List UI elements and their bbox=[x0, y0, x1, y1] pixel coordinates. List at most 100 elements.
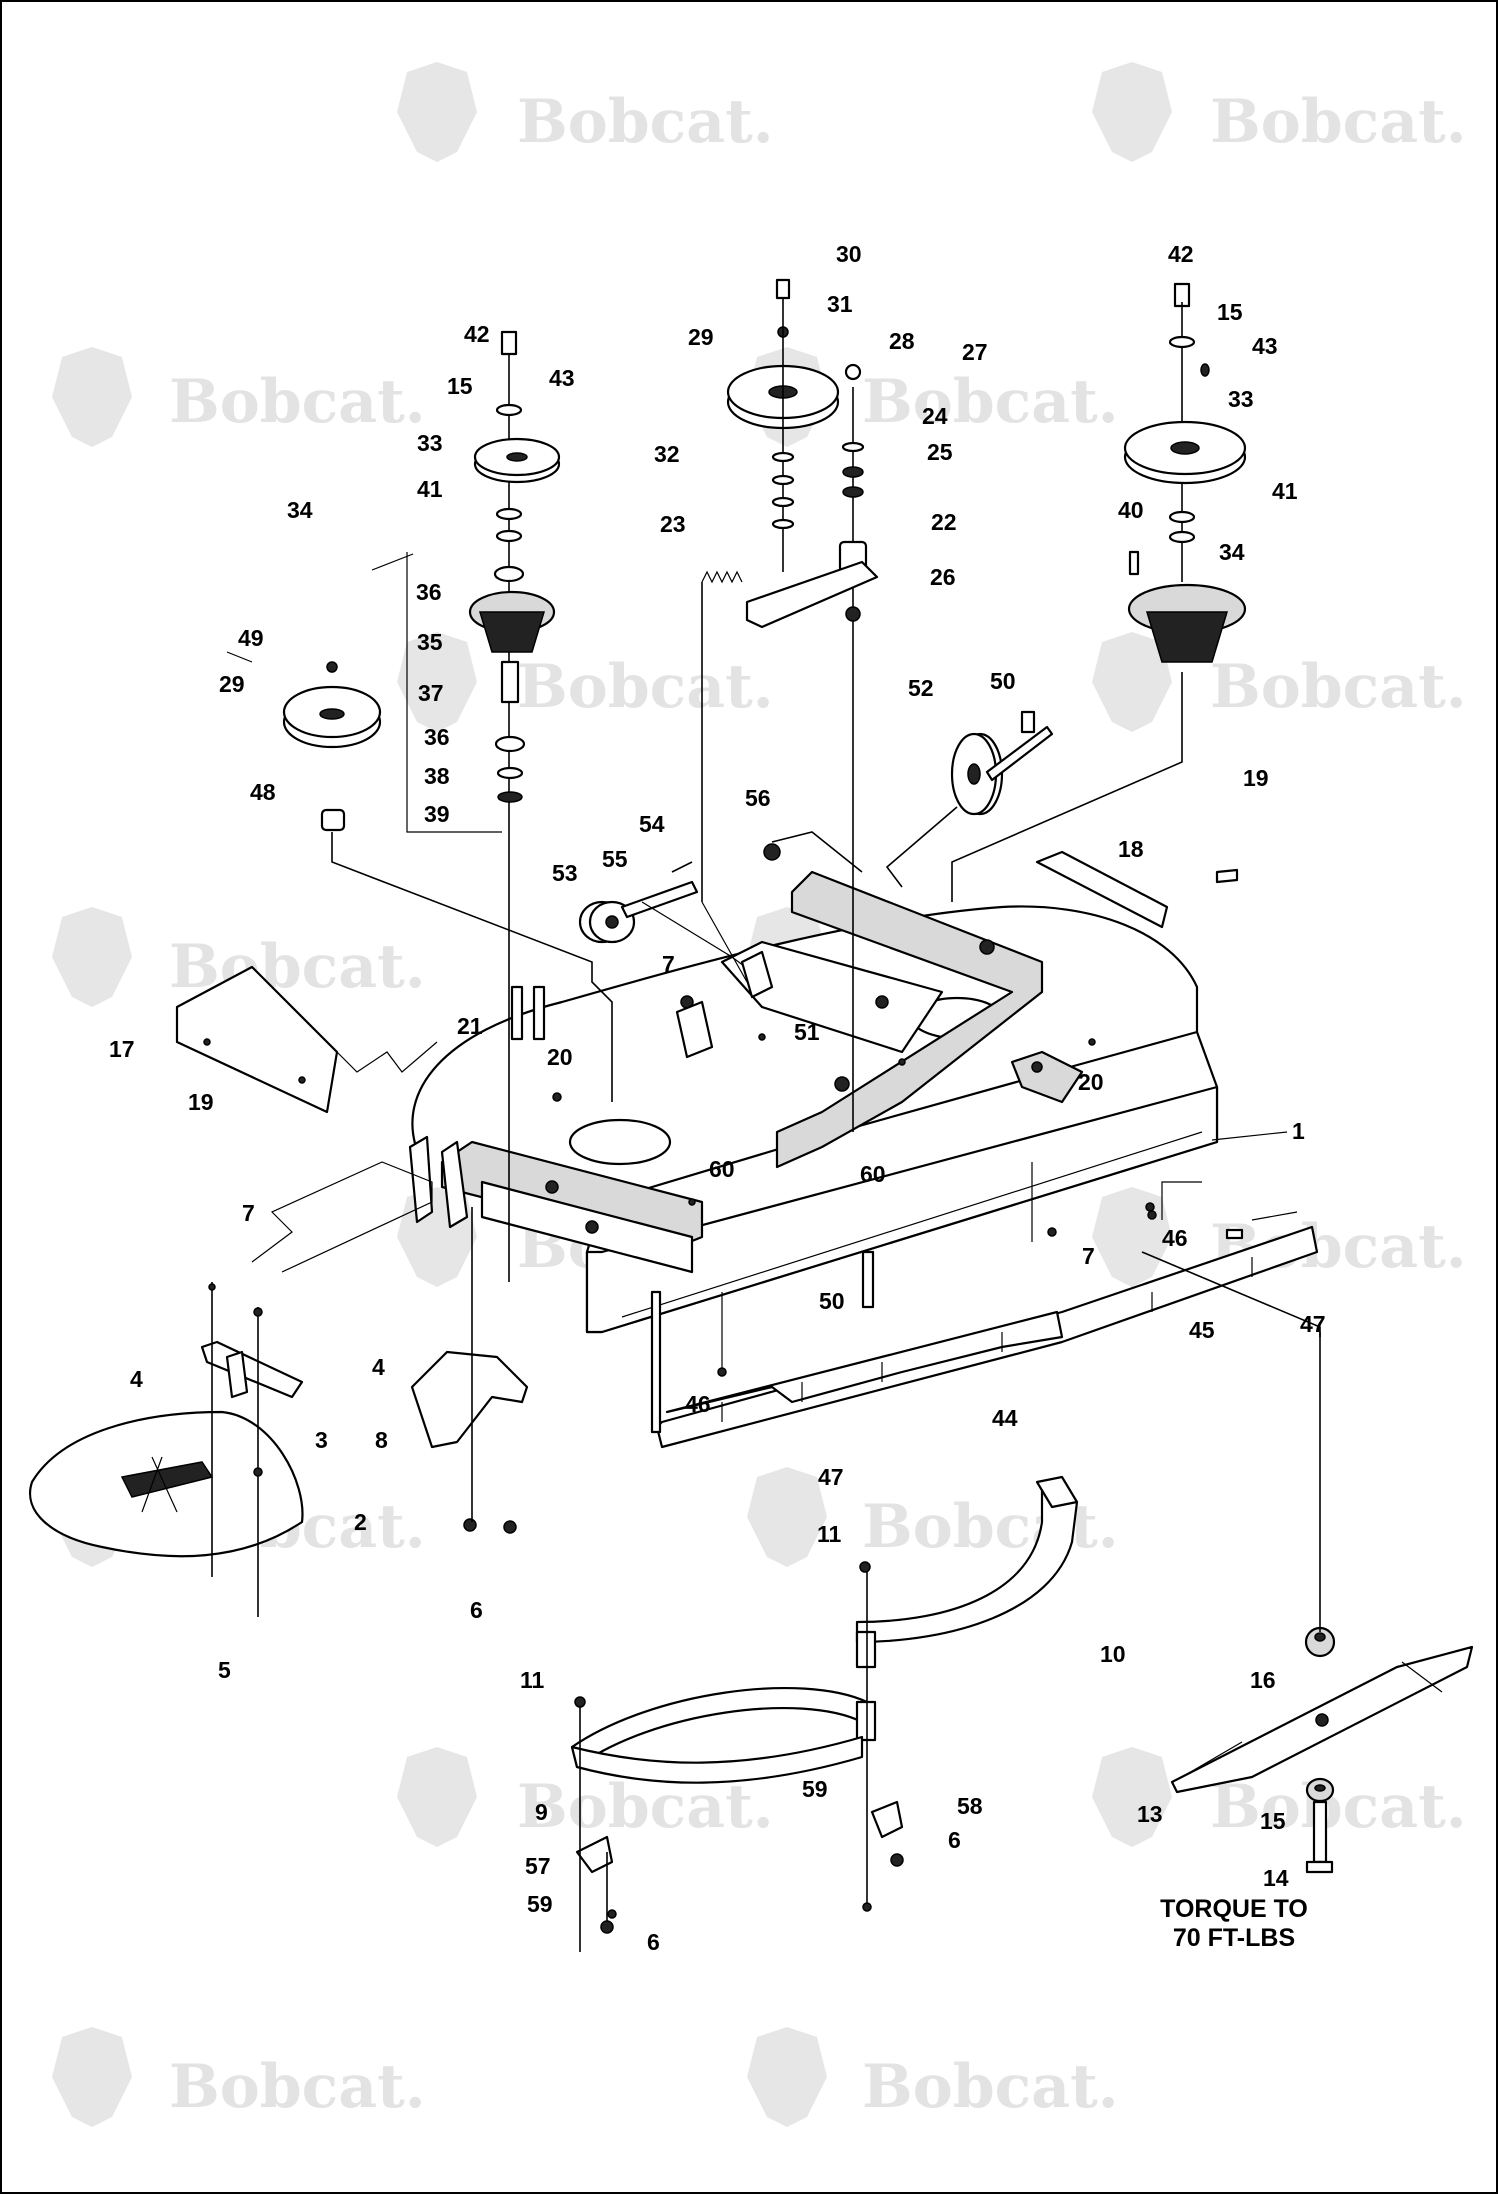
callout-22: 22 bbox=[931, 509, 957, 535]
callout-23: 23 bbox=[660, 511, 686, 537]
watermark-text: Bobcat. bbox=[862, 2052, 1119, 2122]
callout-16: 16 bbox=[1250, 1667, 1276, 1693]
callout-31: 31 bbox=[827, 291, 853, 317]
callout-9: 9 bbox=[535, 1799, 548, 1825]
callout-15c: 15 bbox=[1260, 1808, 1286, 1834]
watermark-text: Bobcat. bbox=[517, 652, 774, 722]
callout-13: 13 bbox=[1137, 1801, 1163, 1827]
callout-37: 37 bbox=[418, 680, 444, 706]
callout-41b: 41 bbox=[1272, 478, 1298, 504]
callout-50b: 50 bbox=[819, 1288, 845, 1314]
callout-20b: 20 bbox=[1078, 1069, 1104, 1095]
leader-lines bbox=[226, 553, 1298, 1221]
callout-17: 17 bbox=[109, 1036, 135, 1062]
watermark-text: Bobcat. bbox=[169, 2052, 426, 2122]
watermark-text: Bobcat. bbox=[169, 367, 426, 437]
callout-28: 28 bbox=[889, 328, 915, 354]
callout-7a: 7 bbox=[242, 1200, 255, 1226]
callout-59a: 59 bbox=[802, 1776, 828, 1802]
callout-43b: 43 bbox=[1252, 333, 1278, 359]
callout-27: 27 bbox=[962, 339, 988, 365]
rear-trim-44-45 bbox=[655, 1225, 1319, 1449]
mower-deck bbox=[408, 870, 1219, 1372]
misc-hardware bbox=[463, 710, 1321, 1534]
callout-57: 57 bbox=[525, 1853, 551, 1879]
callout-52: 52 bbox=[908, 675, 934, 701]
idler-pulley-52 bbox=[763, 725, 1054, 888]
callout-48: 48 bbox=[250, 779, 276, 805]
watermark-text: Bobcat. bbox=[517, 1772, 774, 1842]
callout-47a: 47 bbox=[1300, 1311, 1326, 1337]
baffle-18 bbox=[1035, 850, 1239, 929]
callout-15a: 15 bbox=[447, 373, 473, 399]
callout-14: 14 bbox=[1263, 1865, 1289, 1891]
callout-7b: 7 bbox=[662, 951, 675, 977]
callout-35: 35 bbox=[417, 629, 443, 655]
callout-30: 30 bbox=[836, 241, 862, 267]
left-idler-pulley bbox=[282, 661, 613, 1102]
callout-6a: 6 bbox=[470, 1597, 483, 1623]
watermark-text: Bobcat. bbox=[1210, 1772, 1467, 1842]
callout-60a: 60 bbox=[709, 1156, 735, 1182]
blade-assembly bbox=[1170, 1332, 1474, 1874]
callout-19b: 19 bbox=[1243, 765, 1269, 791]
callout-2: 2 bbox=[354, 1509, 367, 1535]
callout-60b: 60 bbox=[860, 1161, 886, 1187]
callout-11b: 11 bbox=[817, 1521, 842, 1547]
callout-59b: 59 bbox=[527, 1891, 553, 1917]
torque-note-line1: TORQUE TO bbox=[1160, 1895, 1308, 1923]
callout-40: 40 bbox=[1118, 497, 1144, 523]
callout-45: 45 bbox=[1189, 1317, 1215, 1343]
callout-33b: 33 bbox=[1228, 386, 1254, 412]
callout-43a: 43 bbox=[549, 365, 575, 391]
callout-10: 10 bbox=[1100, 1641, 1126, 1667]
callout-34a: 34 bbox=[287, 497, 313, 523]
callout-34b: 34 bbox=[1219, 539, 1245, 565]
callout-18: 18 bbox=[1118, 836, 1144, 862]
callout-53: 53 bbox=[552, 860, 578, 886]
callout-1: 1 bbox=[1292, 1118, 1305, 1144]
callout-6b: 6 bbox=[948, 1827, 961, 1853]
callout-36b: 36 bbox=[424, 724, 450, 750]
callout-8: 8 bbox=[375, 1427, 388, 1453]
idler-53-assembly bbox=[578, 861, 774, 1059]
callout-11a: 11 bbox=[520, 1667, 545, 1693]
callout-54: 54 bbox=[639, 811, 665, 837]
callout-58: 58 bbox=[957, 1793, 983, 1819]
callout-25: 25 bbox=[927, 439, 953, 465]
callout-51: 51 bbox=[794, 1019, 820, 1045]
callout-29a: 29 bbox=[688, 324, 714, 350]
callout-42b: 42 bbox=[1168, 241, 1194, 267]
right-spindle-assembly bbox=[951, 282, 1247, 902]
callout-19a: 19 bbox=[188, 1089, 214, 1115]
callout-38: 38 bbox=[424, 763, 450, 789]
callout-26: 26 bbox=[930, 564, 956, 590]
discharge-chute-parts bbox=[29, 1161, 529, 1617]
callout-20a: 20 bbox=[547, 1044, 573, 1070]
callout-33a: 33 bbox=[417, 430, 443, 456]
callout-29b: 29 bbox=[219, 671, 245, 697]
callout-55: 55 bbox=[602, 846, 628, 872]
callout-49: 49 bbox=[238, 625, 264, 651]
callout-39: 39 bbox=[424, 801, 450, 827]
callout-41a: 41 bbox=[417, 476, 443, 502]
left-spindle-assembly bbox=[406, 330, 561, 1282]
callout-labels: 1 2 3 4 4 5 6 6 6 7 7 7 8 9 10 11 11 13 … bbox=[109, 241, 1326, 1955]
callout-50a: 50 bbox=[990, 668, 1016, 694]
callout-46b: 46 bbox=[685, 1391, 711, 1417]
callout-44: 44 bbox=[992, 1405, 1018, 1431]
watermark-text: Bobcat. bbox=[862, 1492, 1119, 1562]
callout-21: 21 bbox=[457, 1013, 483, 1039]
callout-6c: 6 bbox=[647, 1929, 660, 1955]
callout-4a: 4 bbox=[130, 1366, 143, 1392]
callout-3: 3 bbox=[315, 1427, 328, 1453]
center-idler-assembly bbox=[701, 278, 879, 1132]
callout-32: 32 bbox=[654, 441, 680, 467]
torque-note-line2: 70 FT-LBS bbox=[1173, 1924, 1295, 1952]
callout-5: 5 bbox=[218, 1657, 231, 1683]
watermark-text: Bobcat. bbox=[862, 367, 1119, 437]
callout-46a: 46 bbox=[1162, 1225, 1188, 1251]
callout-47b: 47 bbox=[818, 1464, 844, 1490]
